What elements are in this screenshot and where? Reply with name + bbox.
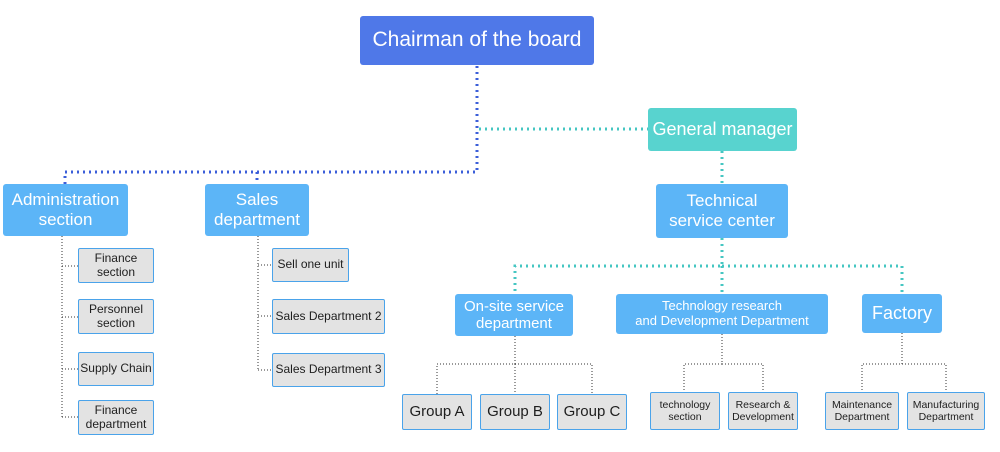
tech-rd-bracket xyxy=(683,334,764,392)
research-development-node: Research & Development xyxy=(728,392,798,430)
sell-one-unit-node: Sell one unit xyxy=(272,248,349,282)
chairman-node: Chairman of the board xyxy=(360,16,594,65)
factory-node: Factory xyxy=(862,294,942,333)
onsite-bracket xyxy=(436,336,593,394)
personnel-section-node: Personnel section xyxy=(78,299,154,334)
group-a-node: Group A xyxy=(402,394,472,430)
onsite-service-node: On-site service department xyxy=(455,294,573,336)
finance-department-node: Finance department xyxy=(78,400,154,435)
technical-service-center-node: Technical service center xyxy=(656,184,788,238)
manufacturing-department-node: Manufacturing Department xyxy=(907,392,985,430)
sales-department-2-node: Sales Department 2 xyxy=(272,299,385,334)
finance-section-node: Finance section xyxy=(78,248,154,283)
tech-rd-node: Technology research and Development Depa… xyxy=(616,294,828,334)
gm-connector xyxy=(479,127,904,294)
sales-department-node: Sales department xyxy=(205,184,309,236)
chairman-connector xyxy=(63,66,479,184)
administration-bracket xyxy=(61,236,78,418)
sales-department-3-node: Sales Department 3 xyxy=(272,353,385,387)
sales-bracket xyxy=(257,236,272,371)
technology-section-node: technology section xyxy=(650,392,720,430)
maintenance-department-node: Maintenance Department xyxy=(825,392,899,430)
supply-chain-node: Supply Chain xyxy=(78,352,154,386)
general-manager-node: General manager xyxy=(648,108,797,151)
group-c-node: Group C xyxy=(557,394,627,430)
group-b-node: Group B xyxy=(480,394,550,430)
factory-bracket xyxy=(861,333,947,392)
administration-node: Administration section xyxy=(3,184,128,236)
